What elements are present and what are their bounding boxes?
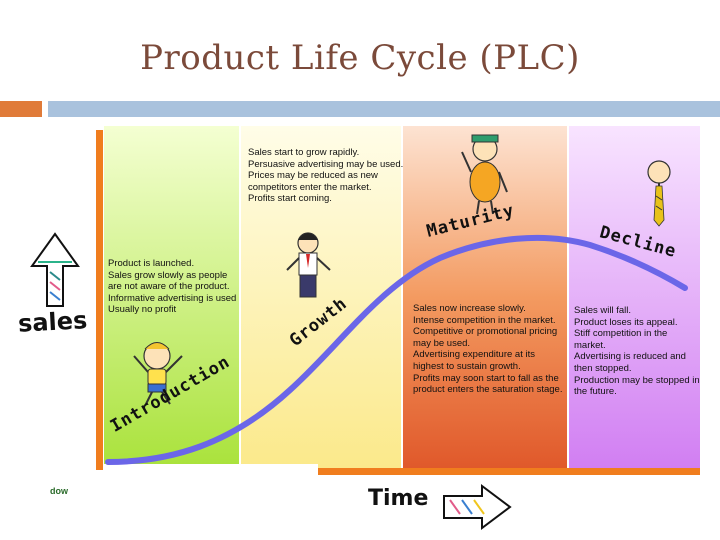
maturity-description: Sales now increase slowly. Intense compe… xyxy=(413,303,563,396)
growth-description: Sales start to grow rapidly. Persuasive … xyxy=(248,147,404,205)
title-divider-bar xyxy=(48,101,720,117)
introduction-description: Product is launched. Sales grow slowly a… xyxy=(108,258,237,316)
blank-patch xyxy=(96,464,318,524)
plc-diagram xyxy=(30,126,700,530)
title-accent-bar xyxy=(0,101,42,117)
plc-curve xyxy=(105,234,688,465)
band-introduction xyxy=(104,126,240,470)
watermark-text: dow xyxy=(50,486,68,496)
y-axis-label: sales xyxy=(17,306,88,338)
band-decline xyxy=(568,126,700,470)
right-arrow-icon xyxy=(443,484,512,530)
up-arrow-icon xyxy=(30,232,80,307)
old-man-cartoon-icon xyxy=(647,160,671,227)
adult-cartoon-icon xyxy=(461,134,508,215)
decline-description: Sales will fall. Product loses its appea… xyxy=(574,305,700,398)
slide-title: Product Life Cycle (PLC) xyxy=(140,38,580,78)
x-axis-line xyxy=(318,468,700,475)
child-cartoon-icon xyxy=(133,342,183,405)
y-axis-line xyxy=(96,130,103,470)
teen-cartoon-icon xyxy=(286,232,331,298)
x-axis-label: Time xyxy=(368,486,429,511)
